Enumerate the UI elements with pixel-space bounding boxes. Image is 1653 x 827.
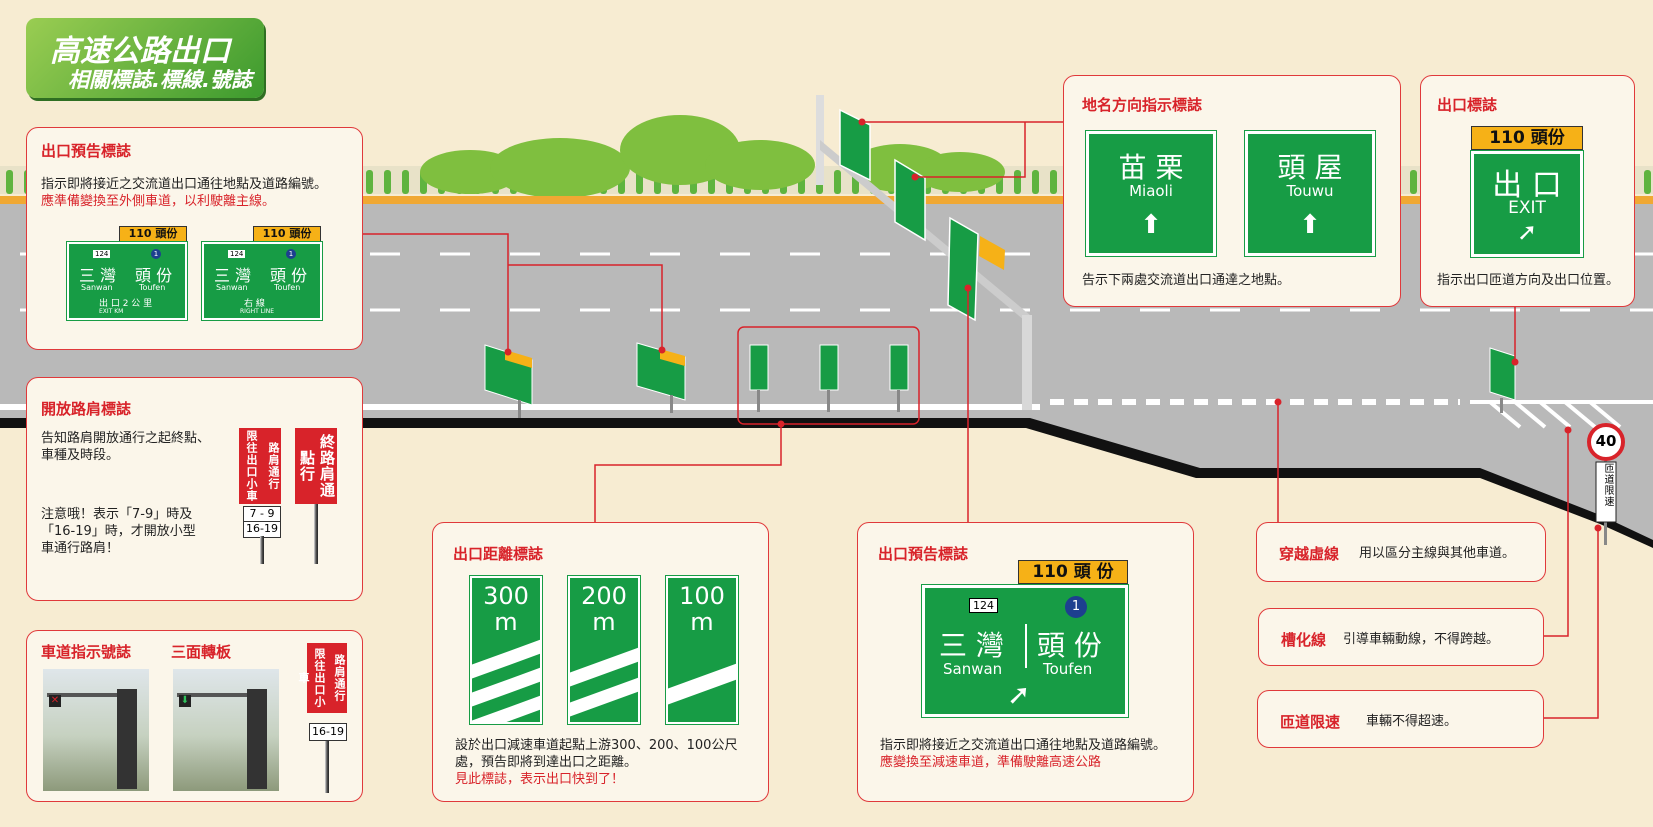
exit-preview-card-1: 出口預告標誌 指示即將接近之交流道出口通往地點及道路編號。 應準備變換至外側車道… — [26, 127, 363, 350]
card-description-warning: 應變換至減速車道，準備駛離高速公路 — [880, 755, 1102, 770]
exit-sign: 出 口 EXIT ➚ — [1471, 151, 1583, 257]
sign-a-top-label: 110 頭份 — [119, 226, 187, 242]
exit-preview-sign-a: 124 1 三 灣 頭 份 Sanwan Toufen 出 口 2 公 里 EX… — [67, 242, 187, 320]
exit-sign-top-label: 110 頭份 — [1471, 126, 1583, 150]
distance-signs-roadside — [737, 326, 920, 425]
exit-preview-top-label: 110 頭 份 — [1018, 560, 1128, 584]
exit-arrow-icon: ➚ — [1516, 218, 1538, 246]
exit-preview-card-2: 出口預告標誌 110 頭 份 124 1 三 灣 頭 份 Sanwan Touf… — [857, 522, 1194, 802]
direction-sign-card: 地名方向指示標誌 苗 栗 Miaoli ⬆ 頭 屋 Touwu ⬆ 告示下兩處交… — [1063, 75, 1401, 307]
speed-limit-sign-roadside — [1587, 423, 1625, 545]
national-highway-1-badge: 1 — [1065, 596, 1087, 618]
speed-limit-value: 40 — [1595, 432, 1617, 450]
card-description: 指示即將接近之交流道出口通往地點及道路編號。 — [41, 177, 328, 192]
rotating-panel-title: 三面轉板 — [171, 643, 232, 661]
header-badge: 高速公路出口 相關標誌.標線.號誌 — [26, 18, 264, 98]
exit-preview-sign-b: 124 1 三 灣 頭 份 Sanwan Toufen 右 線 RIGHT LI… — [202, 242, 322, 320]
rotating-panel-photo: ⬇ — [173, 669, 279, 791]
lane-arrow-icon: ⬇ — [179, 695, 191, 707]
card-description-warning: 應準備變換至外側車道，以利駛離主線。 — [41, 194, 276, 209]
shoulder-end-sign: 終路肩通點行 — [295, 428, 337, 504]
exit-distance-card: 出口距離標誌 300 m 200 m 100 m 設於出口減速車道起點上游300… — [432, 522, 769, 802]
card-description-warning: 見此標誌，表示出口快到了！ — [455, 772, 625, 787]
exit-sign-card: 出口標誌 110 頭份 出 口 EXIT ➚ 指示出口匝道方向及出口位置。 — [1420, 75, 1635, 307]
lane-signal-card: 車道指示號誌 三面轉板 ✕ ⬇ 限往出口小車 路肩通行 16-19 — [26, 630, 363, 802]
shoulder-sign-card: 開放路肩標誌 告知路肩開放通行之起終點、車種及時段。 注意哦！表示「7-9」時及… — [26, 377, 363, 601]
card-note: 注意哦！表示「7-9」時及「16-19」時，才開放小型車通行路肩！ — [41, 507, 196, 556]
card-description: 指示即將接近之交流道出口通往地點及道路編號。 — [880, 738, 1167, 753]
marking-ramp-speed: 匝道限速 車輛不得超速。 — [1257, 690, 1544, 748]
direction-sign-touwu: 頭 屋 Touwu ⬆ — [1245, 131, 1375, 256]
route-124-badge: 124 — [969, 598, 998, 613]
shoulder-open-sign-side: 限往出口小車 — [239, 428, 259, 504]
direction-sign-miaoli: 苗 栗 Miaoli ⬆ — [1086, 131, 1216, 256]
route-124-badge: 124 — [93, 250, 111, 258]
rotating-sign-time: 16-19 — [309, 723, 347, 741]
up-arrow-icon: ⬆ — [1299, 210, 1321, 240]
card-title: 出口距離標誌 — [453, 545, 544, 563]
up-arrow-icon: ⬆ — [1140, 210, 1162, 240]
card-title: 開放路肩標誌 — [41, 400, 132, 418]
card-title: 地名方向指示標誌 — [1082, 96, 1203, 114]
lane-x-icon: ✕ — [49, 695, 61, 707]
channelization-lines — [1470, 400, 1653, 429]
overhead-gantry — [816, 95, 1032, 410]
page-title: 高速公路出口 — [50, 34, 230, 69]
speed-limit-label: 匝道限速 — [1602, 463, 1613, 507]
page-subtitle: 相關標誌.標線.號誌 — [68, 68, 252, 92]
card-description: 告示下兩處交流道出口通達之地點。 — [1082, 273, 1291, 288]
callout-connectors — [215, 121, 1599, 719]
national-highway-1-badge: 1 — [151, 249, 161, 259]
shoulder-open-sign-main: 路肩通行 — [259, 428, 281, 504]
card-description: 指示出口匝道方向及出口位置。 — [1437, 273, 1620, 288]
lane-signal-photo: ✕ — [43, 669, 149, 791]
rotating-sign-main: 路肩通行 — [327, 643, 347, 713]
card-title: 出口標誌 — [1437, 96, 1498, 114]
lane-signal-title: 車道指示號誌 — [41, 643, 132, 661]
card-title: 出口預告標誌 — [878, 545, 969, 563]
card-title: 出口預告標誌 — [41, 142, 132, 160]
exit-arrow-icon: ➚ — [1007, 678, 1031, 711]
distance-sign-100: 100 m — [666, 576, 738, 724]
rotating-sign-side: 限往出口小車 — [297, 643, 327, 713]
exit-preview-sign-large: 124 1 三 灣 頭 份 Sanwan Toufen ➚ — [922, 585, 1128, 717]
shoulder-time-plate: 7 - 9 16-19 — [243, 506, 281, 538]
distance-sign-300: 300 m — [470, 576, 542, 724]
sign-b-top-label: 110 頭份 — [253, 226, 321, 242]
card-description: 設於出口減速車道起點上游300、200、100公尺處，預告即將到達出口之距離。 — [455, 738, 738, 770]
card-description: 告知路肩開放通行之起終點、車種及時段。 — [41, 431, 211, 463]
marking-channelization: 槽化線 引導車輛動線，不得跨越。 — [1258, 608, 1544, 666]
roadside-preview-signs — [484, 342, 1516, 418]
distance-sign-200: 200 m — [568, 576, 640, 724]
marking-crossing-dashes: 穿越虛線 用以區分主線與其他車道。 — [1256, 522, 1546, 582]
